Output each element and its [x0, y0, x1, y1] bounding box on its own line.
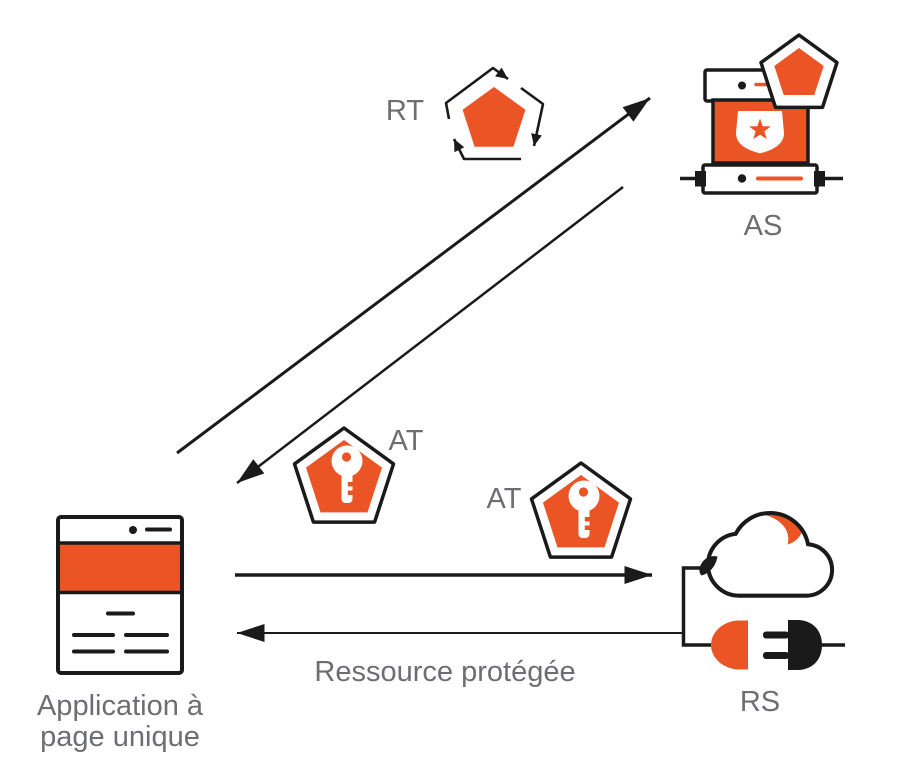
cloud-leaf-accent	[699, 556, 718, 576]
spa-label-line2: page unique	[40, 721, 200, 753]
server-connectors	[680, 171, 843, 187]
access-token-left-icon	[292, 426, 396, 524]
protected-resource-label: Ressource protégée	[314, 656, 576, 688]
as-label: AS	[743, 210, 783, 242]
flow-arrows	[176, 96, 683, 642]
rt-cycle-arrows-icon	[444, 66, 545, 161]
socket-icon	[711, 620, 748, 670]
spa-browser-icon	[56, 515, 184, 675]
browser-dot-icon	[129, 526, 137, 534]
auth-server-icon	[680, 33, 843, 195]
auth0-shield-icon	[736, 111, 784, 154]
plug-icon	[763, 620, 845, 670]
at-left-label: AT	[388, 425, 424, 457]
spa-label: Application à page unique	[37, 691, 203, 753]
spa-label-line1: Application à	[36, 690, 204, 722]
rt-pentagon	[462, 87, 526, 147]
rs-label: RS	[739, 686, 781, 718]
rt-label: RT	[385, 95, 425, 127]
refresh-token-icon	[444, 66, 545, 161]
cloud-icon	[705, 510, 835, 598]
arrow-as-to-spa	[236, 186, 624, 484]
browser-text-lines	[72, 611, 169, 654]
resource-server-icon	[681, 510, 845, 670]
arrow-spa-to-as	[176, 96, 651, 455]
as-pentagon-badge-icon	[759, 33, 839, 110]
access-token-right-icon	[529, 461, 633, 559]
rs-bracket-line	[681, 566, 711, 647]
at-right-label: AT	[486, 483, 522, 515]
